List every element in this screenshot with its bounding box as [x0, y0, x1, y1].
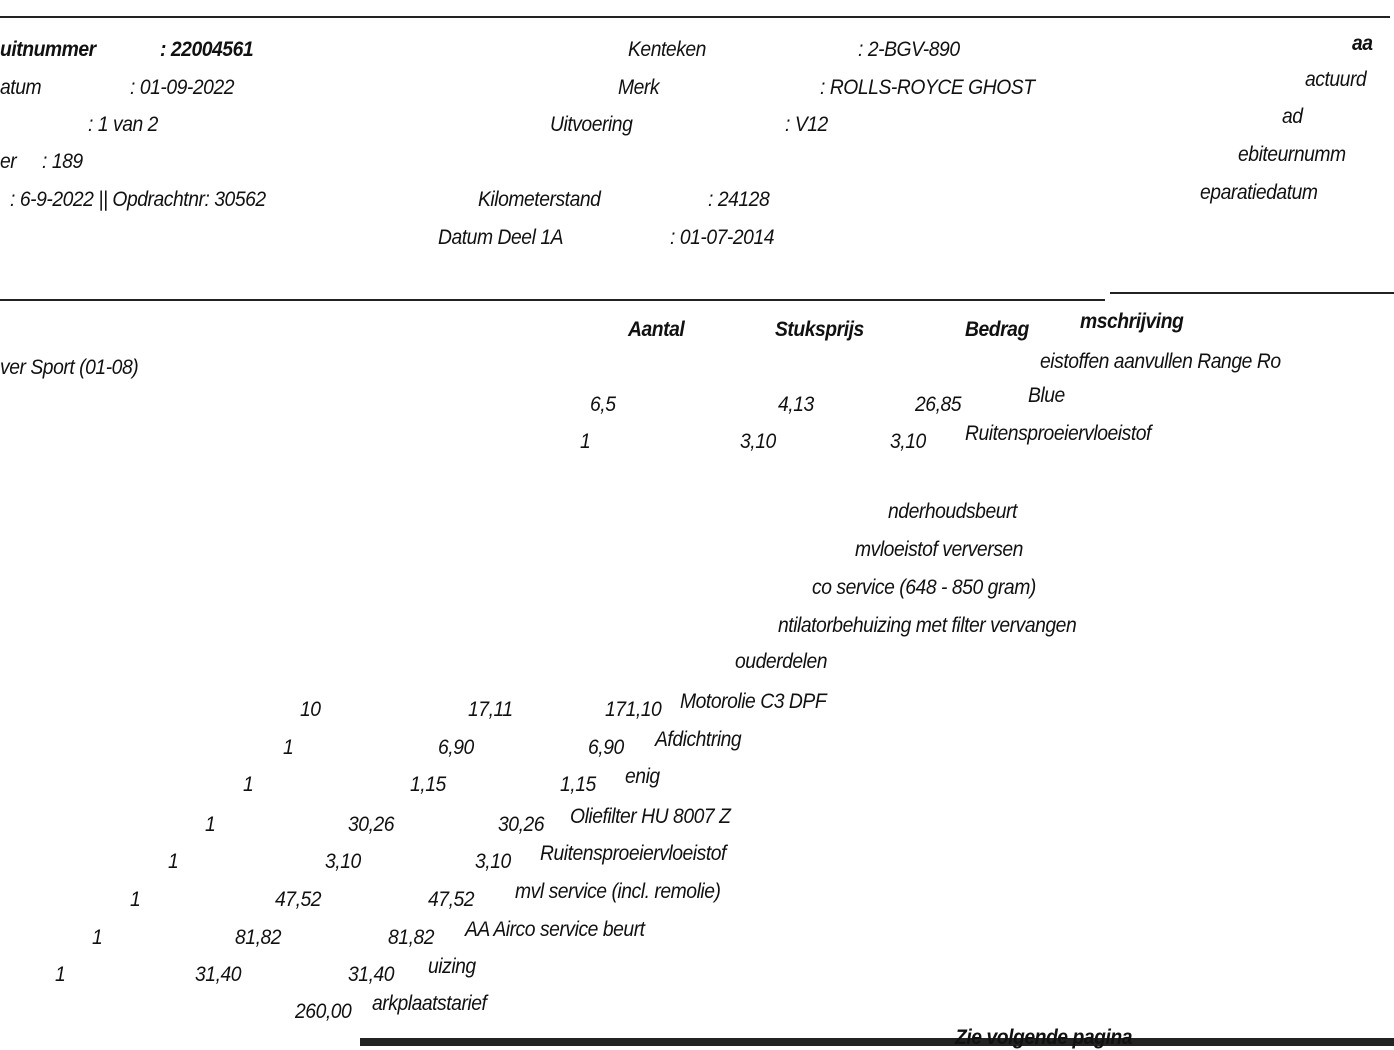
amount: 30,26 [498, 813, 545, 836]
price: 6,90 [438, 736, 474, 759]
order-value: : 6-9-2022 || Opdrachtnr: 30562 [10, 188, 266, 211]
last-amount: 260,00 [295, 1000, 352, 1023]
mileage-value: : 24128 [708, 188, 770, 211]
amount: 171,10 [605, 698, 662, 721]
amount: 1,15 [560, 773, 596, 796]
bottom-bar [360, 1038, 1394, 1046]
plate-value: : 2-BGV-890 [858, 38, 960, 61]
description: enig [625, 765, 660, 788]
right-label: aa [1352, 32, 1373, 55]
col-amount: Bedrag [965, 318, 1029, 341]
qty: 1 [92, 926, 103, 949]
description: AA Airco service beurt [465, 918, 645, 941]
qty: 1 [55, 963, 66, 986]
table-rule-right [1110, 292, 1394, 294]
note: nderhoudsbeurt [888, 500, 1017, 523]
qty: 6,5 [590, 393, 616, 416]
price: 47,52 [275, 888, 322, 911]
qty: 1 [168, 850, 179, 873]
right-label: actuurd [1305, 68, 1367, 91]
amount: 3,10 [890, 430, 926, 453]
customer-label: er [0, 150, 17, 173]
description: Afdichtring [655, 728, 742, 751]
note: ouderdelen [735, 650, 828, 673]
col-description: mschrijving [1080, 310, 1184, 333]
price: 31,40 [195, 963, 242, 986]
price: 3,10 [325, 850, 361, 873]
price: 1,15 [410, 773, 446, 796]
right-label: eparatiedatum [1200, 181, 1318, 204]
right-label: ad [1282, 105, 1303, 128]
note: ntilatorbehuizing met filter vervangen [778, 614, 1077, 637]
price: 17,11 [468, 698, 513, 721]
amount: 81,82 [388, 926, 435, 949]
top-rule [0, 16, 1390, 18]
amount: 3,10 [475, 850, 511, 873]
col-quantity: Aantal [628, 318, 685, 341]
qty: 1 [283, 736, 294, 759]
qty: 10 [300, 698, 321, 721]
description: Ruitensproeiervloeistof [965, 422, 1151, 445]
variant-value: : V12 [785, 113, 828, 136]
plate-label: Kenteken [628, 38, 706, 61]
qty: 1 [205, 813, 216, 836]
note: co service (648 - 850 gram) [812, 576, 1036, 599]
brand-label: Merk [618, 76, 660, 99]
amount: 31,40 [348, 963, 395, 986]
customer-value: : 189 [42, 150, 83, 173]
note: mvloeistof verversen [855, 538, 1023, 561]
invoice-number-label: uitnummer [0, 38, 96, 61]
amount: 47,52 [428, 888, 475, 911]
amount: 6,90 [588, 736, 624, 759]
variant-label: Uitvoering [550, 113, 633, 136]
description: uizing [428, 955, 476, 978]
section-title: ver Sport (01-08) [0, 356, 139, 379]
price: 30,26 [348, 813, 395, 836]
description: Oliefilter HU 8007 Z [570, 805, 731, 828]
qty: 1 [130, 888, 141, 911]
date-label: atum [0, 76, 42, 99]
price: 3,10 [740, 430, 776, 453]
col-unit-price: Stuksprijs [775, 318, 864, 341]
next-page-note: Zie volgende pagina [955, 1026, 1132, 1049]
date-value: : 01-09-2022 [130, 76, 235, 99]
description: Blue [1028, 384, 1065, 407]
brand-value: : ROLLS-ROYCE GHOST [820, 76, 1035, 99]
description: Motorolie C3 DPF [680, 690, 827, 713]
description: Ruitensproeiervloeistof [540, 842, 726, 865]
price: 4,13 [778, 393, 814, 416]
qty: 1 [580, 430, 591, 453]
mileage-label: Kilometerstand [478, 188, 601, 211]
invoice-number-value: : 22004561 [160, 38, 254, 61]
page-value: : 1 van 2 [88, 113, 158, 136]
section-note: eistoffen aanvullen Range Ro [1040, 350, 1281, 373]
amount: 26,85 [915, 393, 962, 416]
price: 81,82 [235, 926, 282, 949]
qty: 1 [243, 773, 254, 796]
reg-date-label: Datum Deel 1A [438, 226, 564, 249]
table-rule-left [0, 299, 1105, 301]
reg-date-value: : 01-07-2014 [670, 226, 775, 249]
description: mvl service (incl. remolie) [515, 880, 721, 903]
right-label: ebiteurnumm [1238, 143, 1346, 166]
last-description: arkplaatstarief [372, 992, 487, 1015]
